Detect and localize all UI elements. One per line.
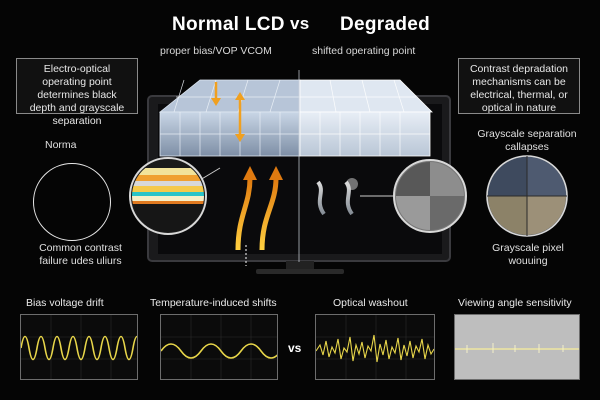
label-normal: Norma (45, 139, 77, 151)
label-common-failure: Common contrast failure udes uliurs (39, 242, 122, 267)
grayscale-magnifier (360, 159, 467, 233)
waveform-optical-washout (316, 315, 434, 379)
pixel-grid-normal (158, 79, 301, 157)
subtitle-normal: proper bias/VOP VCOM (160, 45, 272, 57)
panel-label-optical-washout: Optical washout (333, 297, 408, 309)
panel-label-bias-drift: Bias voltage drift (26, 297, 104, 309)
label-grayscale-pixel: Grayscale pixel wouuing (492, 242, 564, 267)
waveform-temperature (161, 315, 277, 379)
title-normal: Normal LCD (172, 14, 285, 35)
callout-operating-point: Electro-optical operating point determin… (16, 58, 138, 127)
label-grayscale-separation: Grayscale separation callapses (477, 128, 577, 153)
panel-label-viewing-angle: Viewing angle sensitivity (458, 297, 572, 309)
scope-bias-drift (20, 314, 138, 380)
light-arrows-degraded (316, 178, 358, 216)
pixel-grid-degraded (299, 79, 433, 157)
panel-label-temperature: Temperature-induced shifts (150, 297, 277, 309)
title-degraded: Degraded (340, 14, 431, 35)
scope-optical-washout (315, 314, 435, 380)
callout-degradation-mechanisms: Contrast depradation mechanisms can be e… (458, 58, 580, 114)
grayscale-swatch-circle (486, 155, 568, 237)
bias-arrows (211, 82, 245, 142)
scope-viewing-angle (454, 314, 580, 380)
waveform-viewing-angle (455, 315, 579, 379)
layer-stack-magnifier (129, 157, 221, 235)
waveform-bias-drift (21, 315, 137, 379)
vs-label: vs (288, 341, 302, 355)
title-vs: vs (290, 14, 310, 33)
scope-temperature (160, 314, 278, 380)
light-arrows-normal (235, 166, 283, 266)
subtitle-degraded: shifted operating point (312, 45, 416, 57)
empty-circle (33, 163, 111, 241)
